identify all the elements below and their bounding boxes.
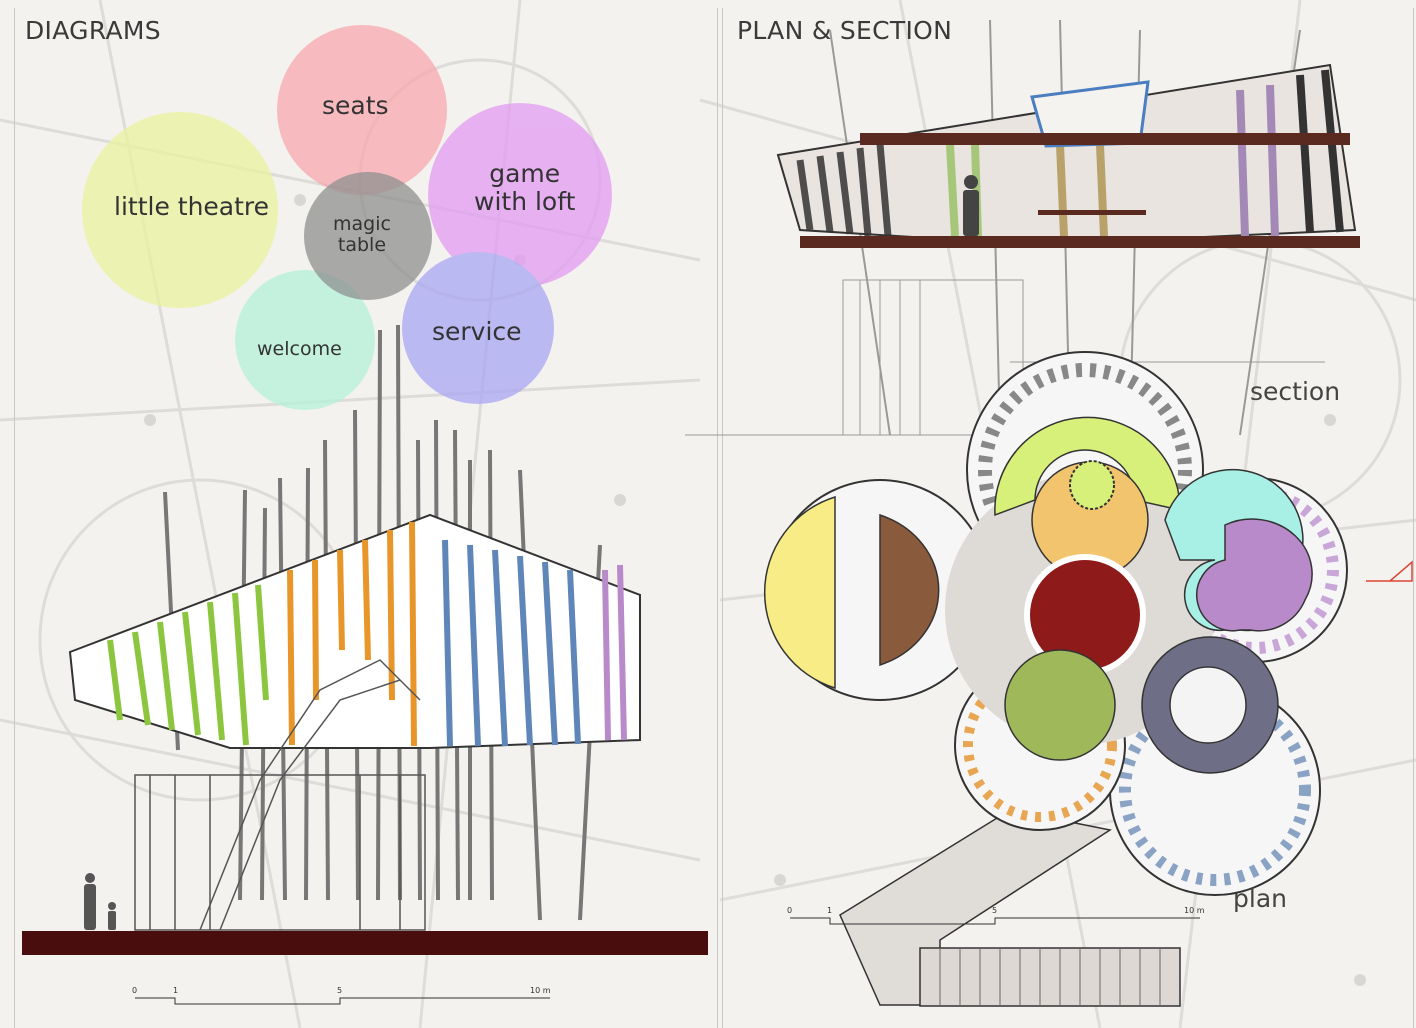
center-magic-table [304,172,432,300]
plan-label: plan [1233,884,1287,913]
elevation-stair-structure [134,659,426,931]
petal-label-little-theatre: little theatre [114,192,270,221]
petal-service [402,252,554,404]
petal-game-with-loft [428,103,612,287]
petal-label-service: service [432,317,522,346]
left-scale-label-5: 5 [337,986,343,995]
petal-welcome [235,270,375,410]
elevation-cladding-purple [602,564,627,741]
ground-line [22,931,708,955]
right-scale-label-1: 1 [827,906,833,915]
elevation-cladding-green [107,584,269,746]
petal-label-game-with-loft: game with loft [474,159,576,216]
left-scale-label-1: 1 [173,986,179,995]
left-scale-bar [135,997,550,1005]
petal-seats [277,25,447,195]
petal-label-seats: seats [322,91,389,120]
elevation-cladding-blue [442,539,581,747]
petal-little-theatre [82,112,278,308]
elevation-cladding-orange [287,521,417,747]
diagrams-title: DIAGRAMS [25,16,161,45]
plan-section-panel: PLAN & SECTION [722,8,1414,1028]
center-label-magic-table: magic table [333,213,391,256]
section-label: section [1250,377,1341,406]
human-figures [84,873,116,930]
right-scale-bar [790,917,1200,925]
petal-label-welcome: welcome [257,338,342,360]
plan-section-title: PLAN & SECTION [737,16,953,45]
right-scale-label-0: 0 [787,906,793,915]
left-scale-label-0: 0 [132,986,138,995]
diagrams-panel: DIAGRAMS [14,8,718,1028]
right-scale-label-5: 5 [992,906,998,915]
right-scale-label-10m: 10 m [1184,906,1205,915]
plan-drawing [763,351,1413,1007]
section-drawing [685,19,1360,436]
program-flower-diagram [82,25,612,410]
left-scale-label-10m: 10 m [530,986,551,995]
